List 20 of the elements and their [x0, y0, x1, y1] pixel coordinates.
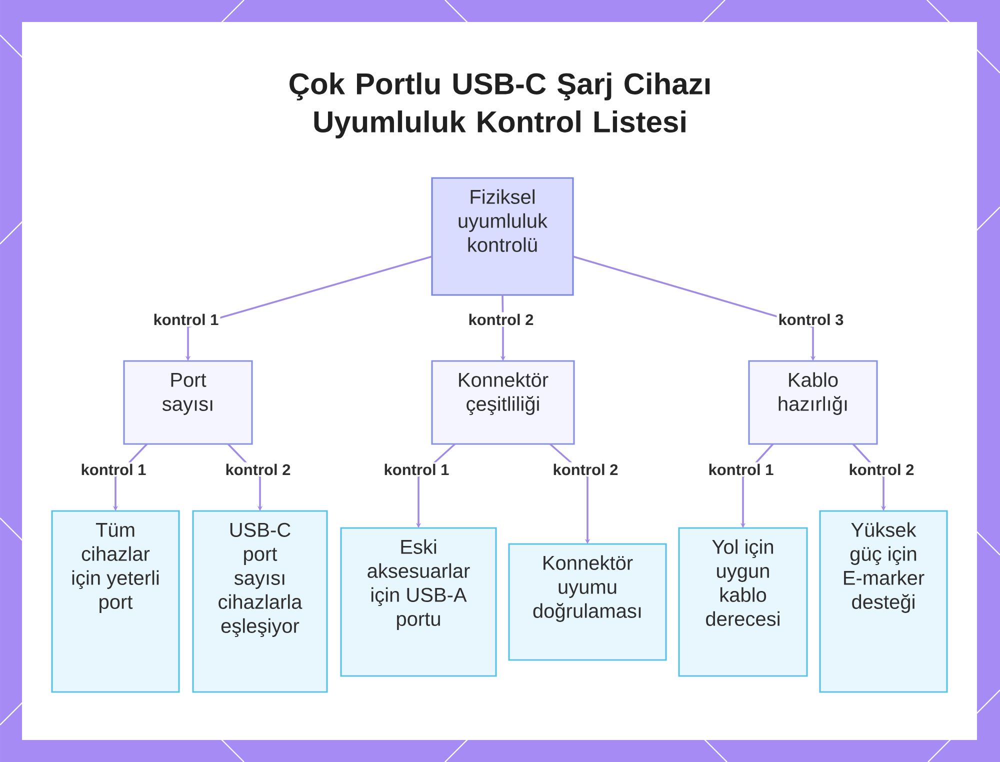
title: Çok Portlu USB-C Şarj Cihazı Uyumluluk Kontrol Listesi	[290, 72, 710, 138]
item-box: USB-C port sayısı cihazlarla eşleşiyor	[192, 510, 328, 693]
item-box: Konnektör uyumu doğrulaması	[508, 543, 667, 661]
category-box: Kablo hazırlığı	[748, 360, 878, 445]
edge-label: kontrol 1	[382, 462, 451, 477]
edge-label: kontrol 2	[551, 462, 620, 477]
edge-label: kontrol 1	[706, 462, 776, 477]
edge-label: kontrol 2	[224, 462, 292, 477]
item-box: Tüm cihazlar için yeterli port	[51, 510, 180, 693]
item-box: Eski aksesuarlar için USB-A portu	[340, 527, 497, 677]
edge-label: kontrol 2	[466, 312, 536, 327]
item-box: Yüksek güç için E-marker desteği	[819, 510, 948, 693]
topic-box: Fiziksel uyumluluk kontrolü	[431, 177, 574, 296]
edge-label: kontrol 2	[847, 462, 916, 477]
category-box: Port sayısı	[123, 360, 253, 445]
item-box: Yol için uygun kablo derecesi	[678, 527, 808, 677]
edge-label: kontrol 1	[79, 462, 148, 477]
category-box: Konnektör çeşitliliği	[431, 360, 575, 445]
edge-label: kontrol 1	[152, 312, 220, 327]
edge-label: kontrol 3	[776, 312, 846, 327]
